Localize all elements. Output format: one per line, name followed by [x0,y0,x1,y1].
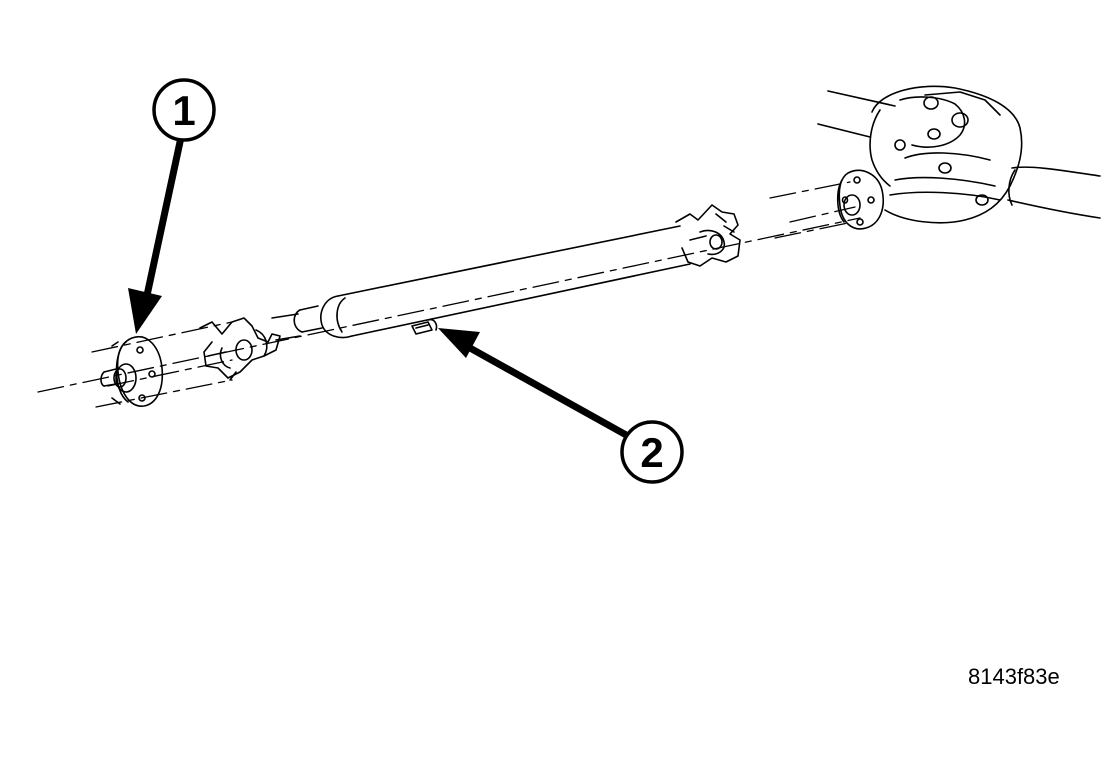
retaining-bolt [411,318,438,335]
callout-2: 2 [620,420,684,484]
front-u-joint [199,317,281,381]
callout-2-arrowhead [438,328,480,358]
leader-arrows [128,138,632,440]
driveshaft-tube [271,225,691,341]
callout-1-leader [142,138,184,304]
figure-id-label: 8143f83e [968,664,1060,689]
transfer-case-flange [100,335,164,407]
rear-axle-differential [817,85,1101,224]
callout-1: 1 [152,78,216,142]
callout-1-circle [152,78,216,142]
callout-1-arrowhead [128,288,162,334]
callout-2-leader [466,344,632,440]
callout-2-circle [620,420,684,484]
pinion-flange [836,169,884,230]
callout-1-number: 1 [172,87,195,134]
callout-2-number: 2 [640,429,663,476]
rear-u-joint [675,204,741,267]
